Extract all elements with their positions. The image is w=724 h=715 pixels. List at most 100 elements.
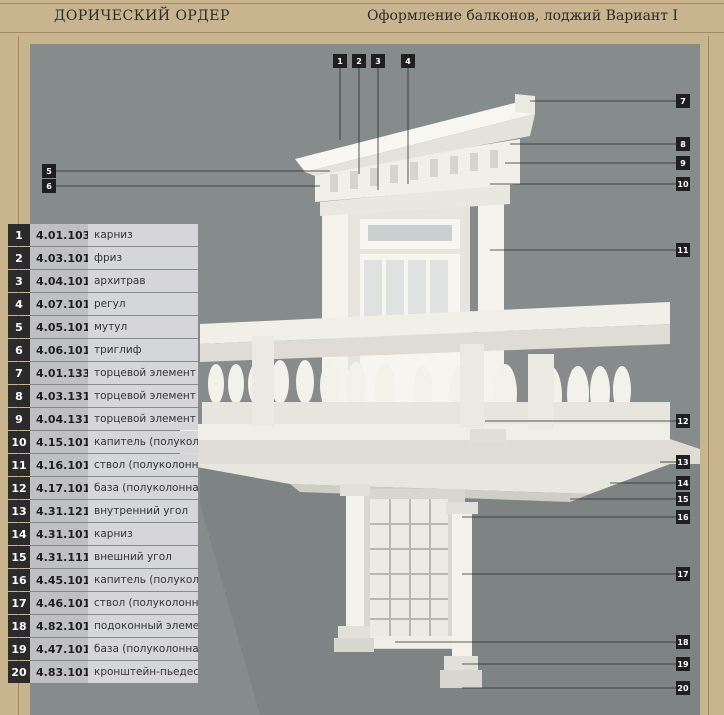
- legend-row: 7 4.01.133 торцевой элемент: [8, 362, 198, 384]
- series-title: ДОРИЧЕСКИЙ ОРДЕР: [54, 8, 230, 24]
- callout-12: 12: [676, 414, 690, 428]
- legend-row: 11 4.16.101 ствол (полуколонна): [8, 454, 198, 476]
- callout-13: 13: [676, 455, 690, 469]
- callout-14: 14: [676, 476, 690, 490]
- parts-legend: 1 4.01.103 карниз 2 4.03.101 фриз 3 4.04…: [8, 224, 198, 684]
- page-header: ДОРИЧЕСКИЙ ОРДЕР Оформление балконов, ло…: [0, 0, 724, 36]
- legend-number: 11: [8, 454, 30, 476]
- legend-code: 4.04.101: [30, 270, 90, 292]
- legend-description: регул: [88, 293, 198, 315]
- callout-17: 17: [676, 567, 690, 581]
- callout-19: 19: [676, 657, 690, 671]
- legend-row: 13 4.31.121 внутренний угол: [8, 500, 198, 522]
- callout-3: 3: [371, 54, 385, 68]
- legend-code: 4.03.101: [30, 247, 90, 269]
- callout-20: 20: [676, 681, 690, 695]
- legend-code: 4.82.101: [30, 615, 90, 637]
- callout-18: 18: [676, 635, 690, 649]
- legend-number: 13: [8, 500, 30, 522]
- legend-description: капитель (полуколонна): [88, 431, 198, 453]
- legend-row: 9 4.04.131 торцевой элемент: [8, 408, 198, 430]
- legend-code: 4.01.103: [30, 224, 90, 246]
- legend-row: 2 4.03.101 фриз: [8, 247, 198, 269]
- legend-code: 4.46.101: [30, 592, 90, 614]
- legend-description: внутренний угол: [88, 500, 198, 522]
- legend-number: 15: [8, 546, 30, 568]
- legend-row: 6 4.06.101 триглиф: [8, 339, 198, 361]
- header-rule-bottom: [0, 32, 724, 33]
- legend-number: 12: [8, 477, 30, 499]
- legend-description: база (полуколонна): [88, 638, 198, 660]
- callout-9: 9: [676, 156, 690, 170]
- legend-description: архитрав: [88, 270, 198, 292]
- legend-description: ствол (полуколонна): [88, 592, 198, 614]
- callout-2: 2: [352, 54, 366, 68]
- callout-1: 1: [333, 54, 347, 68]
- legend-code: 4.31.111: [30, 546, 90, 568]
- legend-row: 18 4.82.101 подоконный элемент: [8, 615, 198, 637]
- legend-row: 19 4.47.101 база (полуколонна): [8, 638, 198, 660]
- callout-4: 4: [401, 54, 415, 68]
- legend-row: 12 4.17.101 база (полуколонна): [8, 477, 198, 499]
- legend-row: 3 4.04.101 архитрав: [8, 270, 198, 292]
- legend-number: 20: [8, 661, 30, 683]
- legend-description: капитель (полуколонна): [88, 569, 198, 591]
- legend-code: 4.17.101: [30, 477, 90, 499]
- legend-number: 14: [8, 523, 30, 545]
- legend-code: 4.16.101: [30, 454, 90, 476]
- legend-row: 16 4.45.101 капитель (полуколонна): [8, 569, 198, 591]
- legend-number: 6: [8, 339, 30, 361]
- callout-5: 5: [42, 164, 56, 178]
- legend-description: торцевой элемент: [88, 362, 198, 384]
- legend-description: кронштейн-пьедестал: [88, 661, 198, 683]
- legend-row: 10 4.15.101 капитель (полуколонна): [8, 431, 198, 453]
- legend-number: 5: [8, 316, 30, 338]
- legend-number: 17: [8, 592, 30, 614]
- legend-number: 7: [8, 362, 30, 384]
- legend-row: 20 4.83.101 кронштейн-пьедестал: [8, 661, 198, 683]
- frame-rule-right: [708, 36, 709, 715]
- callout-7: 7: [676, 94, 690, 108]
- legend-row: 1 4.01.103 карниз: [8, 224, 198, 246]
- callout-11: 11: [676, 243, 690, 257]
- legend-description: торцевой элемент: [88, 408, 198, 430]
- legend-description: подоконный элемент: [88, 615, 198, 637]
- legend-code: 4.45.101: [30, 569, 90, 591]
- legend-description: база (полуколонна): [88, 477, 198, 499]
- legend-number: 9: [8, 408, 30, 430]
- callout-6: 6: [42, 179, 56, 193]
- legend-code: 4.01.133: [30, 362, 90, 384]
- callout-10: 10: [676, 177, 690, 191]
- legend-code: 4.31.101: [30, 523, 90, 545]
- legend-description: фриз: [88, 247, 198, 269]
- legend-number: 1: [8, 224, 30, 246]
- legend-code: 4.03.131: [30, 385, 90, 407]
- sheet-title: Оформление балконов, лоджий Вариант I: [367, 8, 678, 24]
- header-rule-top: [0, 3, 724, 4]
- legend-number: 2: [8, 247, 30, 269]
- legend-row: 8 4.03.131 торцевой элемент: [8, 385, 198, 407]
- legend-number: 18: [8, 615, 30, 637]
- callout-8: 8: [676, 137, 690, 151]
- legend-number: 4: [8, 293, 30, 315]
- legend-row: 4 4.07.101 регул: [8, 293, 198, 315]
- legend-code: 4.83.101: [30, 661, 90, 683]
- legend-code: 4.06.101: [30, 339, 90, 361]
- legend-description: ствол (полуколонна): [88, 454, 198, 476]
- legend-code: 4.07.101: [30, 293, 90, 315]
- legend-description: мутул: [88, 316, 198, 338]
- legend-number: 3: [8, 270, 30, 292]
- legend-number: 16: [8, 569, 30, 591]
- legend-row: 17 4.46.101 ствол (полуколонна): [8, 592, 198, 614]
- legend-number: 8: [8, 385, 30, 407]
- legend-description: карниз: [88, 224, 198, 246]
- legend-description: внешний угол: [88, 546, 198, 568]
- legend-row: 14 4.31.101 карниз: [8, 523, 198, 545]
- legend-description: карниз: [88, 523, 198, 545]
- legend-number: 10: [8, 431, 30, 453]
- legend-description: торцевой элемент: [88, 385, 198, 407]
- legend-row: 15 4.31.111 внешний угол: [8, 546, 198, 568]
- callout-15: 15: [676, 492, 690, 506]
- legend-description: триглиф: [88, 339, 198, 361]
- legend-code: 4.04.131: [30, 408, 90, 430]
